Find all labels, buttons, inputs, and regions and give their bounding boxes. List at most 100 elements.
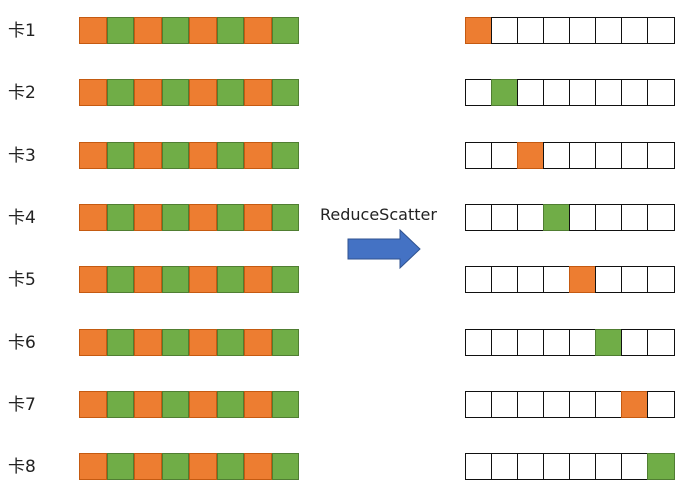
input-chunk-orange <box>189 203 217 231</box>
output-chunk-orange <box>621 390 649 418</box>
output-chunk-empty <box>491 17 519 44</box>
input-chunk-green <box>161 141 189 169</box>
input-buffer <box>79 17 299 44</box>
input-chunk-orange <box>134 79 162 107</box>
input-chunk-orange <box>79 453 107 481</box>
output-chunk-green <box>543 203 571 231</box>
input-buffer <box>79 79 299 107</box>
card-label: 卡6 <box>8 332 36 353</box>
output-chunk-orange <box>569 266 597 294</box>
input-buffer <box>79 266 299 294</box>
card-label: 卡3 <box>8 145 36 166</box>
output-buffer <box>465 390 675 418</box>
output-chunk-empty <box>569 203 597 231</box>
input-buffer <box>79 390 299 418</box>
output-chunk-empty <box>517 17 545 44</box>
input-chunk-orange <box>134 453 162 481</box>
input-chunk-green <box>216 328 244 356</box>
input-chunk-green <box>216 390 244 418</box>
input-chunk-green <box>161 79 189 107</box>
input-chunk-green <box>106 390 134 418</box>
input-buffer <box>79 141 299 169</box>
input-chunk-green <box>271 266 299 294</box>
input-chunk-green <box>271 17 299 44</box>
output-chunk-empty <box>491 266 519 294</box>
input-chunk-orange <box>244 17 272 44</box>
card-label: 卡5 <box>8 270 36 291</box>
output-chunk-empty <box>543 266 571 294</box>
output-chunk-empty <box>595 203 623 231</box>
input-chunk-orange <box>244 79 272 107</box>
output-buffer <box>465 328 675 356</box>
output-chunk-empty <box>569 453 597 481</box>
output-chunk-empty <box>465 79 493 107</box>
input-chunk-orange <box>189 17 217 44</box>
input-chunk-green <box>216 79 244 107</box>
output-chunk-green <box>595 328 623 356</box>
input-chunk-orange <box>79 203 107 231</box>
output-chunk-empty <box>621 266 649 294</box>
input-buffer <box>79 203 299 231</box>
input-chunk-orange <box>134 141 162 169</box>
input-chunk-orange <box>244 328 272 356</box>
output-chunk-orange <box>465 17 493 44</box>
input-chunk-orange <box>134 266 162 294</box>
input-chunk-orange <box>134 203 162 231</box>
input-chunk-orange <box>79 141 107 169</box>
output-chunk-empty <box>491 390 519 418</box>
output-buffer <box>465 266 675 294</box>
output-chunk-empty <box>595 17 623 44</box>
input-chunk-orange <box>244 203 272 231</box>
output-chunk-empty <box>465 390 493 418</box>
output-chunk-empty <box>647 390 675 418</box>
input-chunk-green <box>271 390 299 418</box>
output-chunk-empty <box>543 79 571 107</box>
input-chunk-orange <box>79 266 107 294</box>
output-chunk-empty <box>517 390 545 418</box>
card-label: 卡7 <box>8 394 36 415</box>
input-chunk-orange <box>189 141 217 169</box>
output-chunk-empty <box>543 141 571 169</box>
output-chunk-empty <box>543 453 571 481</box>
output-chunk-empty <box>465 141 493 169</box>
output-buffer <box>465 17 675 44</box>
input-chunk-green <box>271 453 299 481</box>
input-chunk-orange <box>189 79 217 107</box>
input-chunk-green <box>106 328 134 356</box>
input-chunk-orange <box>134 390 162 418</box>
output-chunk-empty <box>517 328 545 356</box>
input-chunk-orange <box>244 141 272 169</box>
output-chunk-empty <box>621 328 649 356</box>
input-chunk-green <box>106 79 134 107</box>
output-chunk-empty <box>465 266 493 294</box>
input-chunk-orange <box>134 17 162 44</box>
input-chunk-green <box>106 266 134 294</box>
input-chunk-green <box>216 141 244 169</box>
output-chunk-empty <box>647 17 675 44</box>
output-chunk-empty <box>465 453 493 481</box>
output-chunk-empty <box>569 17 597 44</box>
card-label: 卡1 <box>8 21 36 41</box>
output-chunk-empty <box>543 328 571 356</box>
input-chunk-green <box>216 266 244 294</box>
input-chunk-orange <box>79 17 107 44</box>
input-chunk-green <box>161 328 189 356</box>
output-chunk-empty <box>491 328 519 356</box>
operation-label: ReduceScatter <box>320 205 437 224</box>
output-chunk-empty <box>647 141 675 169</box>
input-chunk-green <box>216 203 244 231</box>
input-chunk-orange <box>244 453 272 481</box>
output-chunk-empty <box>569 79 597 107</box>
card-label: 卡4 <box>8 207 36 228</box>
input-chunk-green <box>106 203 134 231</box>
input-chunk-orange <box>189 390 217 418</box>
output-chunk-green <box>491 79 519 107</box>
input-chunk-green <box>271 79 299 107</box>
input-buffer <box>79 328 299 356</box>
input-chunk-green <box>106 17 134 44</box>
output-chunk-empty <box>569 390 597 418</box>
output-chunk-empty <box>647 79 675 107</box>
output-chunk-orange <box>517 141 545 169</box>
output-chunk-empty <box>543 17 571 44</box>
output-chunk-empty <box>569 141 597 169</box>
